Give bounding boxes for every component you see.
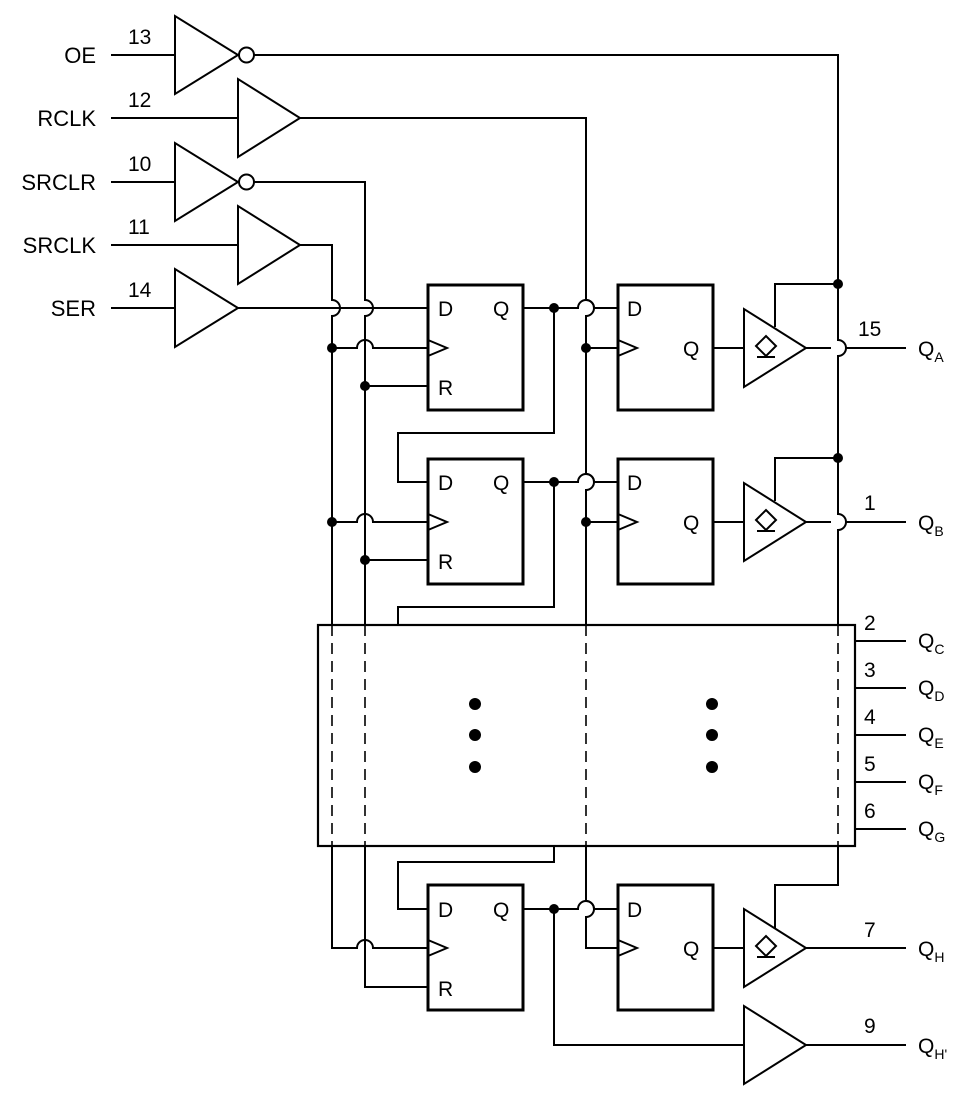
tristate-buffer-a	[743, 307, 808, 389]
q-label: Q	[493, 298, 509, 321]
srclr-inverter	[174, 141, 240, 223]
ser-buffer	[174, 267, 240, 349]
r-label: R	[438, 551, 453, 574]
q-label: Q	[683, 338, 699, 361]
junction-dots	[327, 279, 843, 914]
output-pin-qd: 3	[864, 659, 876, 682]
storage-flipflop-h: D Q	[616, 883, 715, 1012]
q-label: Q	[683, 938, 699, 961]
d-label: D	[627, 899, 642, 922]
input-pin-oe: 13	[128, 26, 151, 49]
d-label: D	[438, 472, 453, 495]
ellipsis-dot	[706, 761, 718, 773]
input-labels: OE 13 RCLK 12 SRCLR 10 SRCLK 11 SER 14	[21, 26, 151, 321]
q-label: Q	[683, 512, 699, 535]
r-label: R	[438, 978, 453, 1001]
output-pin-qh-prime: 9	[864, 1015, 876, 1038]
output-name-qe: QE	[918, 724, 944, 751]
input-pin-ser: 14	[128, 279, 152, 302]
output-name-qh: QH	[918, 938, 944, 965]
srclr-inversion-bubble	[238, 173, 255, 191]
q-label: Q	[493, 899, 509, 922]
output-labels: 15 QA 1 QB 2 QC 3 QD 4 QE 5 QF 6 QG 7 QH…	[858, 318, 947, 1062]
output-pin-qg: 6	[864, 800, 876, 823]
d-label: D	[438, 899, 453, 922]
output-name-qh-prime: QH'	[918, 1035, 947, 1062]
input-name-srclr: SRCLR	[21, 170, 96, 195]
input-name-rclk: RCLK	[37, 106, 96, 131]
d-label: D	[627, 472, 642, 495]
rclk-buffer	[237, 77, 302, 159]
output-name-qg: QG	[918, 818, 945, 845]
output-name-qc: QC	[918, 630, 944, 657]
input-name-ser: SER	[51, 296, 96, 321]
wires	[111, 54, 906, 1046]
output-pin-qf: 5	[864, 753, 876, 776]
input-buffers	[174, 14, 302, 349]
output-name-qf: QF	[918, 771, 943, 798]
storage-flipflop-a: D Q	[616, 283, 715, 412]
storage-flipflop-b: D Q	[616, 457, 715, 586]
output-name-qa: QA	[918, 338, 944, 365]
shift-flipflop-a: D Q R	[426, 283, 525, 412]
output-pin-qa: 15	[858, 318, 881, 341]
ellipsis-dot	[469, 761, 481, 773]
shift-flipflop-h: D Q R	[426, 883, 525, 1012]
output-pin-qe: 4	[864, 706, 876, 729]
tristate-buffer-b	[743, 481, 808, 563]
r-label: R	[438, 377, 453, 400]
output-pin-qc: 2	[864, 612, 876, 635]
collapsed-stages-block	[316, 623, 857, 848]
q-label: Q	[493, 472, 509, 495]
ellipsis-dot	[706, 698, 718, 710]
input-pin-rclk: 12	[128, 89, 151, 112]
output-pin-qb: 1	[864, 492, 876, 515]
output-name-qb: QB	[918, 512, 944, 539]
ellipsis-dot	[706, 729, 718, 741]
d-label: D	[438, 298, 453, 321]
input-pin-srclr: 10	[128, 153, 151, 176]
output-name-qd: QD	[918, 677, 944, 704]
d-label: D	[627, 298, 642, 321]
input-name-oe: OE	[64, 43, 96, 68]
output-pin-qh: 7	[864, 919, 876, 942]
oe-inversion-bubble	[238, 46, 255, 64]
oe-inverter	[174, 14, 240, 96]
input-name-srclk: SRCLK	[23, 233, 97, 258]
srclk-buffer	[237, 204, 302, 286]
serial-output-buffer	[743, 1004, 808, 1086]
input-pin-srclk: 11	[128, 216, 150, 239]
ellipsis-dot	[469, 729, 481, 741]
shift-flipflop-b: D Q R	[426, 457, 525, 586]
ellipsis-dot	[469, 698, 481, 710]
tristate-buffer-h	[743, 907, 808, 989]
